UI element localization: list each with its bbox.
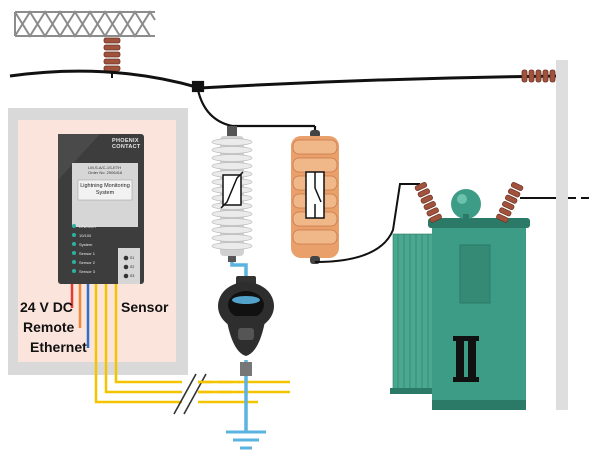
ethernet-label: Ethernet xyxy=(30,339,87,355)
led-label: LINE/ACT xyxy=(79,224,98,229)
pole xyxy=(556,60,568,410)
device-brand: PHOENIX CONTACT xyxy=(112,138,141,150)
terminal-label: S2 xyxy=(130,265,135,269)
device-leds xyxy=(72,224,76,273)
ground-icon xyxy=(226,430,266,450)
sensor-connector xyxy=(240,362,252,376)
led-label: System xyxy=(79,242,93,247)
fuse-to-transformer-conductor xyxy=(314,183,420,263)
led-label: Sensor 3 xyxy=(79,269,96,274)
remote-label: Remote xyxy=(23,319,75,335)
overhead-line xyxy=(9,69,561,90)
transformer-icon xyxy=(390,182,530,410)
device-title: Lightning Monitoring System xyxy=(80,183,130,196)
terminal-label: S3 xyxy=(130,274,135,278)
tap-conductor xyxy=(191,80,317,135)
sensor-label: Sensor xyxy=(121,299,169,315)
monitoring-device xyxy=(58,134,144,284)
strain-insulator-icon xyxy=(521,69,556,83)
led-label: Sensor 2 xyxy=(79,260,96,265)
earth-lead-upper xyxy=(230,262,248,284)
led-label: Sensor 1 xyxy=(79,251,96,256)
cable-break-mark xyxy=(173,373,207,415)
surge-arrester-icon xyxy=(211,126,253,262)
led-label: 10/100 xyxy=(79,233,92,238)
terminal-label: S1 xyxy=(130,256,135,260)
sensor-wire-dashes xyxy=(198,380,240,394)
lightning-sensor-icon xyxy=(218,276,274,356)
lattice-tower-icon xyxy=(14,10,156,38)
device-order-no: Order No. 2906416 xyxy=(88,170,123,175)
suspension-insulator-icon xyxy=(103,37,121,72)
power-label: 24 V DC xyxy=(20,299,73,315)
fuse-cutout-icon xyxy=(291,130,339,264)
device-model: LM-S-A/C-1S-ETH xyxy=(88,165,122,170)
